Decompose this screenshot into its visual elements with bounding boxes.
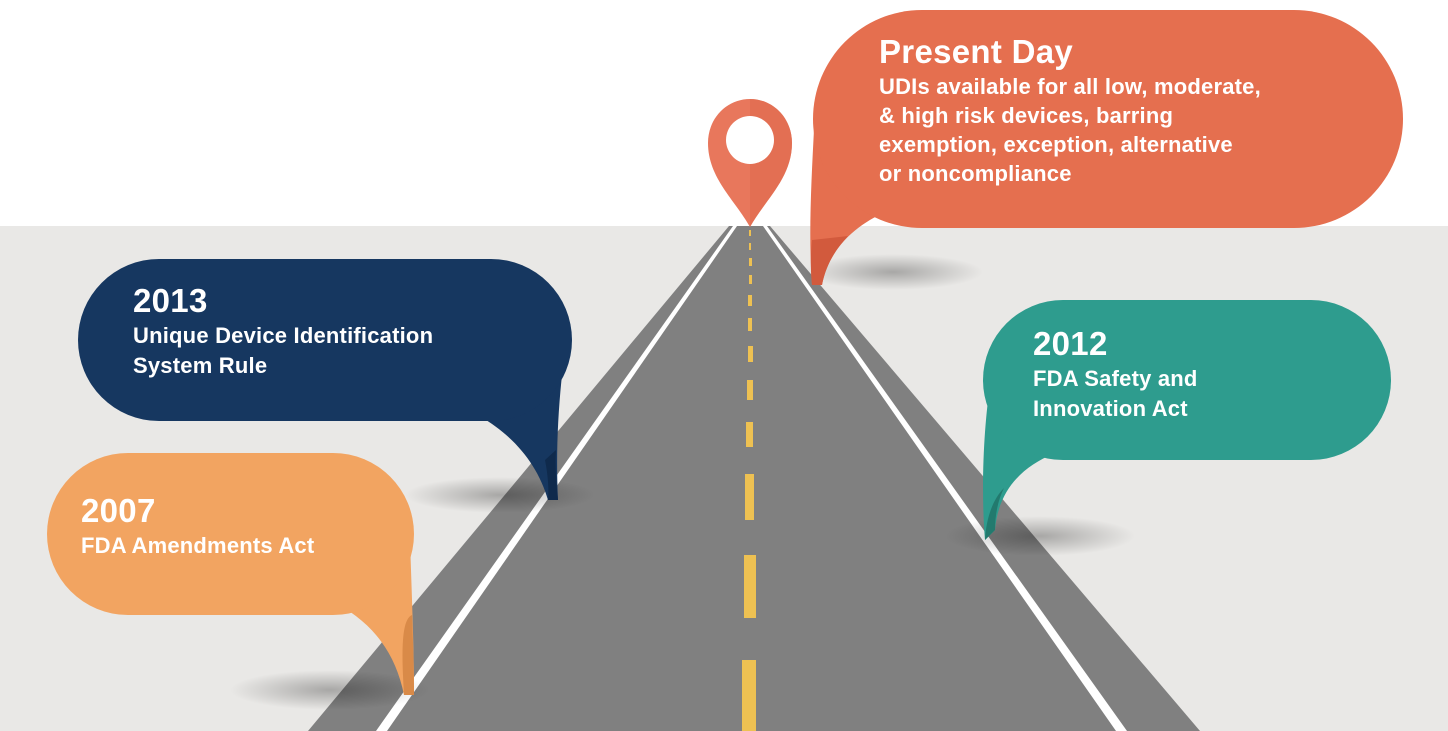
bubble-tail-2012-shade — [985, 488, 1004, 540]
milestone-description-line: UDIs available for all low, moderate, — [879, 74, 1261, 99]
shadow — [230, 670, 430, 710]
location-pin-icon — [708, 99, 792, 227]
milestone-description-line: Innovation Act — [1033, 396, 1188, 421]
center-dash — [749, 275, 752, 284]
center-dash — [744, 555, 756, 618]
center-dash — [749, 230, 751, 236]
milestone-2012: 2012 FDA Safety and Innovation Act — [983, 300, 1391, 460]
milestone-description-line: System Rule — [133, 353, 268, 378]
shadow — [945, 516, 1135, 556]
milestone-description-line: exemption, exception, alternative — [879, 132, 1233, 157]
milestone-description-line: FDA Safety and — [1033, 366, 1198, 391]
milestone-2007: 2007 FDA Amendments Act — [47, 453, 414, 615]
bubble-tail-2007-shade — [402, 615, 414, 695]
milestone-title: 2007 — [81, 492, 156, 529]
bubble-tail-2013-shade — [545, 450, 558, 500]
milestone-present-day: Present Day UDIs available for all low, … — [813, 10, 1403, 228]
center-dash — [747, 380, 753, 400]
shadow — [405, 477, 595, 513]
center-dash — [748, 346, 753, 362]
pin-hole — [726, 116, 774, 164]
milestone-description-line: FDA Amendments Act — [81, 533, 315, 558]
road-center-line — [742, 230, 756, 731]
milestone-2013: 2013 Unique Device Identification System… — [78, 259, 572, 421]
center-dash — [745, 474, 754, 520]
center-dash — [748, 295, 752, 306]
center-dash — [748, 318, 752, 331]
center-dash — [746, 422, 753, 447]
milestone-description-line: Unique Device Identification — [133, 323, 434, 348]
milestone-description-line: & high risk devices, barring — [879, 103, 1174, 128]
milestone-description-line: or noncompliance — [879, 161, 1072, 186]
center-dash — [742, 660, 756, 731]
center-dash — [749, 243, 751, 250]
milestone-title: 2013 — [133, 282, 208, 319]
milestone-title: Present Day — [879, 33, 1074, 70]
shadow — [803, 254, 983, 290]
bubble-tail-present-shade — [810, 236, 848, 285]
center-dash — [749, 258, 752, 266]
milestone-title: 2012 — [1033, 325, 1108, 362]
road-right-edge-line — [763, 226, 1127, 731]
